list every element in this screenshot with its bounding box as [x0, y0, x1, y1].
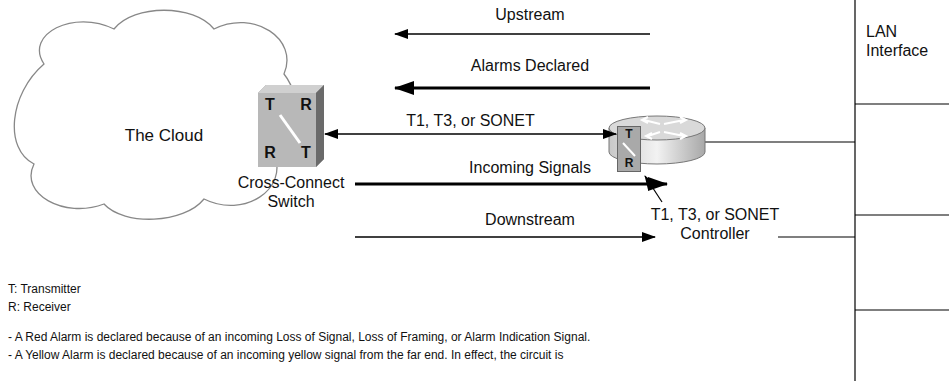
legend-text: R: Receiver: [8, 300, 308, 314]
controller-lan-wire: [778, 236, 855, 237]
signal-label: Upstream: [430, 5, 630, 24]
link-connector: [325, 133, 616, 134]
node-text: T: [262, 95, 278, 114]
signal-label: Incoming Signals: [430, 158, 630, 177]
leader-line: [645, 176, 662, 202]
node-text: T: [617, 127, 641, 141]
lan-stub: [855, 214, 949, 215]
note-text: - A Yellow Alarm is declared because of …: [8, 348, 848, 362]
legend-text: T: Transmitter: [8, 282, 308, 296]
lan-stub: [855, 309, 949, 310]
downstream-arrow: [355, 236, 655, 237]
signal-label: Downstream: [430, 210, 630, 229]
node-text: R: [617, 156, 641, 170]
node-text: R: [262, 143, 278, 162]
node-text: T: [298, 143, 314, 162]
router-lan-wire: [705, 141, 855, 142]
cross-connect-switch: TRRTCross-Connect Switch: [258, 85, 324, 167]
node-text: R: [298, 95, 314, 114]
upstream-arrow: [395, 33, 650, 34]
sonet-controller: TR: [617, 126, 641, 172]
incoming-arrow: [355, 182, 667, 185]
lan-label: LAN Interface: [866, 22, 946, 60]
node-text: The Cloud: [94, 126, 234, 146]
controller-label: T1, T3, or SONET Controller: [640, 205, 790, 243]
node-text: Cross-Connect Switch: [231, 173, 351, 211]
lan-bus: [854, 0, 855, 381]
lan-stub: [855, 103, 949, 104]
note-text: - A Red Alarm is declared because of an …: [8, 330, 848, 344]
signal-label: Alarms Declared: [430, 56, 630, 75]
alarm-arrow: [395, 86, 650, 89]
link-label: T1, T3, or SONET: [361, 111, 581, 130]
